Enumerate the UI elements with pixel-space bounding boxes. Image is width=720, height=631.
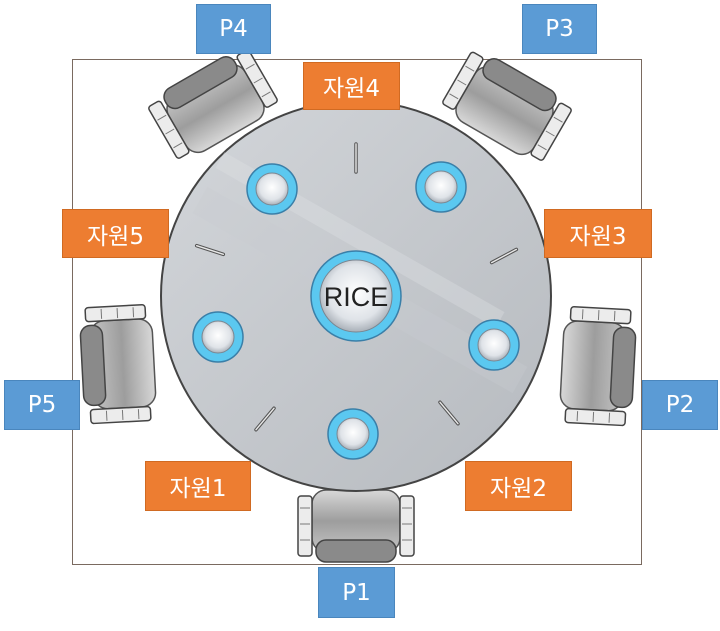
label-resource-3: 자원3 <box>544 209 652 258</box>
label-p5: P5 <box>4 380 80 430</box>
plate-p3 <box>415 161 467 213</box>
label-p3: P3 <box>522 4 597 54</box>
label-resource-2: 자원2 <box>465 461 572 511</box>
label-p4: P4 <box>196 4 271 54</box>
plate-p5 <box>192 311 244 363</box>
label-p1: P1 <box>318 567 395 618</box>
label-resource-1: 자원1 <box>145 461 251 511</box>
chair-p5 <box>78 303 158 425</box>
chair-p2 <box>558 305 638 427</box>
room-frame <box>72 59 642 565</box>
label-resource-4: 자원4 <box>303 62 400 110</box>
plate-p4 <box>246 163 298 215</box>
plate-p1 <box>327 408 379 460</box>
rice-label: RICE <box>324 282 389 312</box>
chair-p1 <box>297 489 415 563</box>
label-p2: P2 <box>642 380 718 430</box>
plate-p2 <box>468 319 520 371</box>
label-resource-5: 자원5 <box>62 209 169 258</box>
